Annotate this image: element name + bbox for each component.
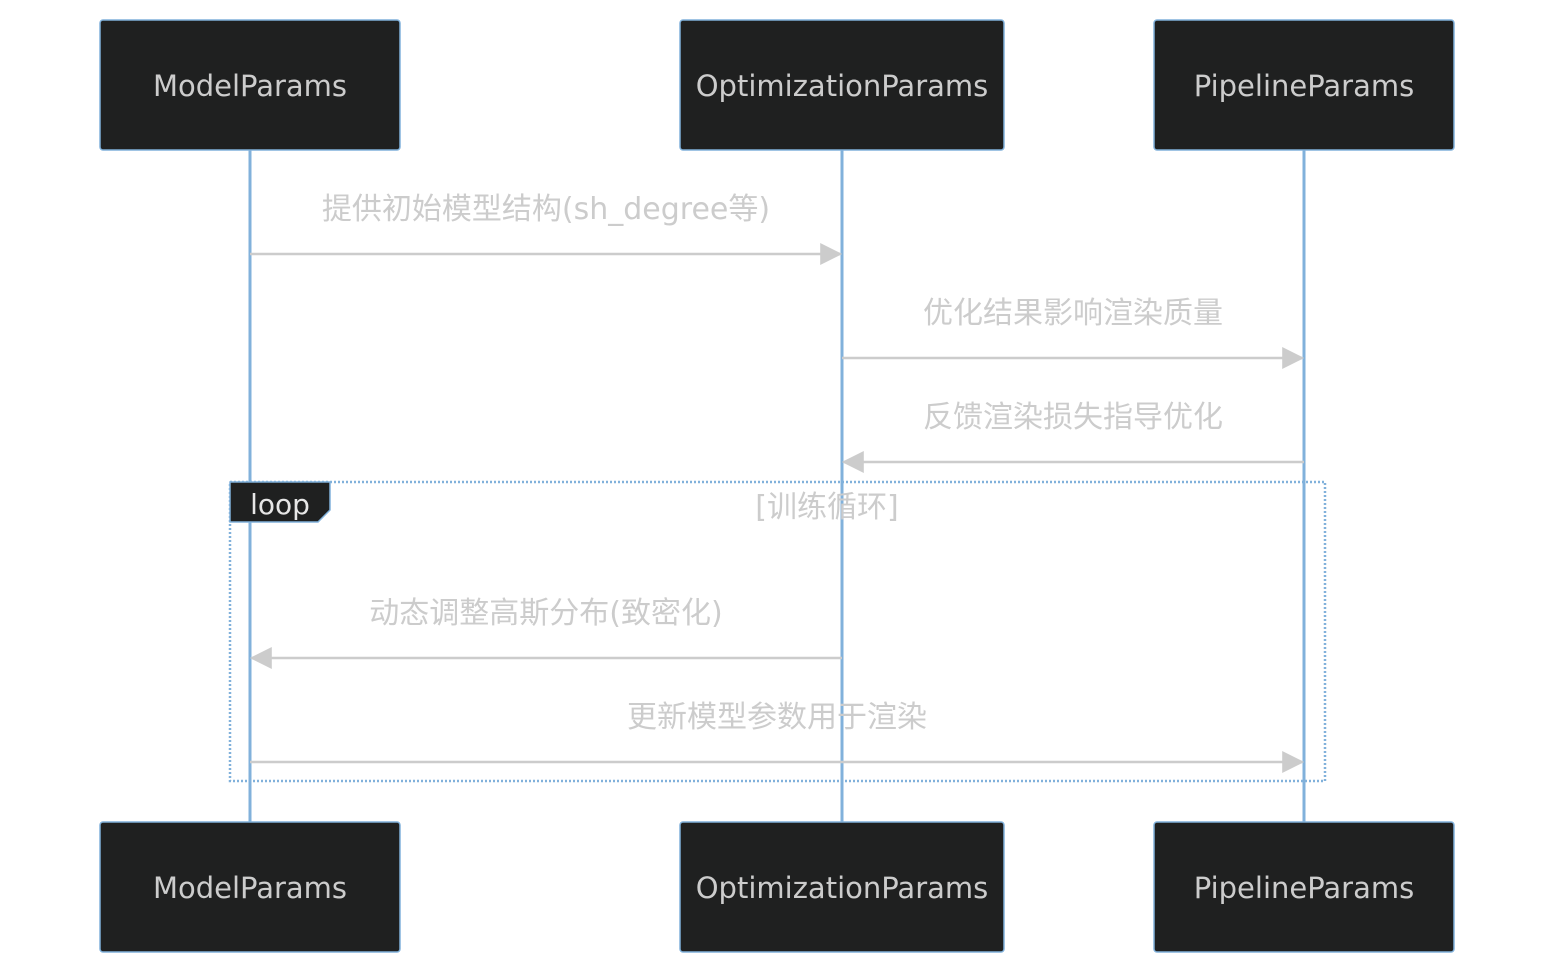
actor-optimizationparams-bottom: OptimizationParams bbox=[679, 821, 1005, 953]
message-5: 更新模型参数用于渲染 bbox=[250, 700, 1305, 773]
loop-condition: [训练循环] bbox=[755, 490, 898, 525]
actor-optimizationparams-top: OptimizationParams bbox=[679, 19, 1005, 151]
actor-pipelineparams-bottom: PipelineParams bbox=[1153, 821, 1455, 953]
actor-modelparams-top: ModelParams bbox=[99, 19, 401, 151]
loop-tab bbox=[229, 481, 331, 523]
actor-modelparams-bottom: ModelParams bbox=[99, 821, 401, 953]
actor-label: ModelParams bbox=[153, 69, 347, 103]
actor-box bbox=[679, 821, 1005, 953]
actor-box bbox=[99, 19, 401, 151]
message-2-label: 优化结果影响渲染质量 bbox=[923, 296, 1223, 331]
message-1-label: 提供初始模型结构(sh_degree等) bbox=[322, 192, 770, 227]
actor-box bbox=[99, 821, 401, 953]
loop-frame: loop [训练循环] bbox=[228, 480, 1327, 783]
actor-pipelineparams-top: PipelineParams bbox=[1153, 19, 1455, 151]
message-5-label: 更新模型参数用于渲染 bbox=[627, 700, 927, 735]
actor-label: PipelineParams bbox=[1194, 69, 1415, 103]
actor-box bbox=[1153, 821, 1455, 953]
message-3: 反馈渲染损失指导优化 bbox=[841, 400, 1304, 473]
actor-label: ModelParams bbox=[153, 871, 347, 905]
actor-label: OptimizationParams bbox=[696, 871, 989, 905]
message-1: 提供初始模型结构(sh_degree等) bbox=[250, 192, 843, 265]
actor-label: PipelineParams bbox=[1194, 871, 1415, 905]
actor-box bbox=[1153, 19, 1455, 151]
loop-border bbox=[228, 480, 1327, 783]
actor-label: OptimizationParams bbox=[696, 69, 989, 103]
message-4: 动态调整高斯分布(致密化) bbox=[249, 596, 842, 669]
actor-box bbox=[679, 19, 1005, 151]
message-3-label: 反馈渲染损失指导优化 bbox=[923, 400, 1223, 435]
message-2: 优化结果影响渲染质量 bbox=[842, 296, 1305, 369]
message-4-label: 动态调整高斯分布(致密化) bbox=[369, 596, 722, 631]
loop-label: loop bbox=[250, 488, 310, 521]
